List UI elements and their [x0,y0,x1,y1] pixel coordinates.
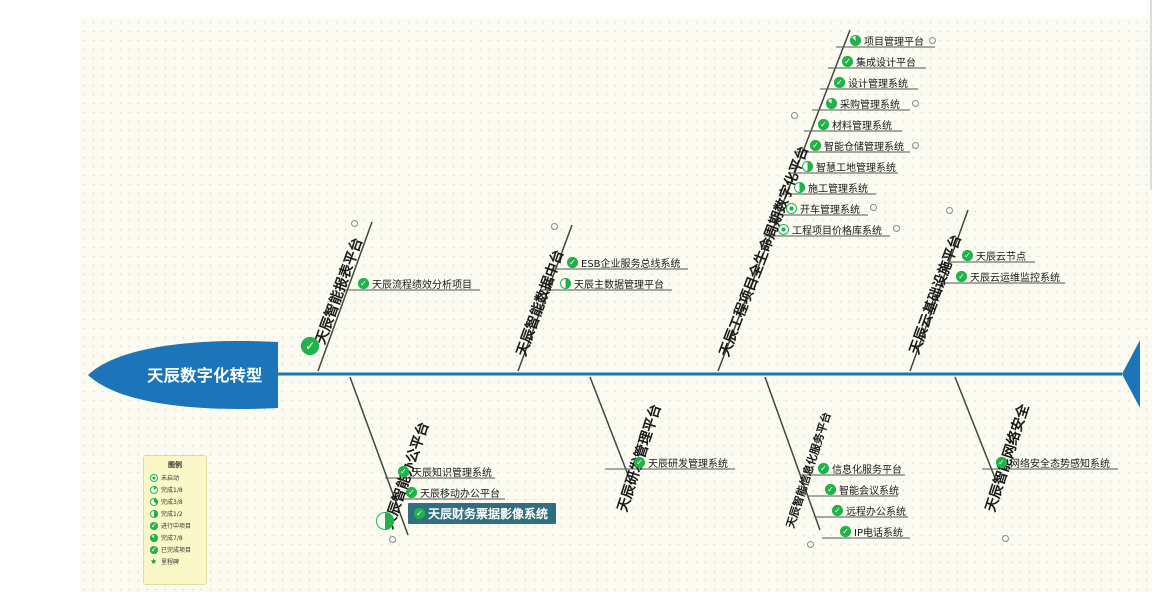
leaf-item[interactable]: 天辰主数据管理平台 [560,276,664,291]
legend-title: 图例 [168,461,182,469]
status-icon [786,203,797,214]
status-icon [794,182,805,193]
leaf-item[interactable]: ✓天辰研发管理系统 [634,455,728,470]
collapse-toggle[interactable] [791,112,798,119]
status-icon: ✓ [810,140,821,151]
legend-panel: 图例 未启动 完成1/8 完成3/8 完成1/2 ✓进行中项目 完成7/8 ✓已… [143,455,207,585]
diagram-canvas [80,18,1152,592]
collapse-toggle[interactable] [929,37,936,44]
bone-it-service [764,376,821,531]
legend-item: 完成1/2 [150,509,206,518]
status-icon: ✓ [832,505,843,516]
status-icon [850,35,861,46]
bone-engineering [717,29,851,372]
status-icon: ✓ [825,484,836,495]
collapse-toggle[interactable] [893,225,900,232]
legend-item: 完成3/8 [150,497,206,506]
leaf-item[interactable]: ✓天辰云运维监控系统 [956,269,1060,284]
branch-reporting-status-icon: ✓ [301,337,319,355]
legend-status-icon [150,485,158,494]
window-edge [1150,0,1152,190]
leaf-item[interactable]: ✓智能仓储管理系统 [810,138,904,153]
status-icon [560,278,571,289]
leaf-item[interactable]: ✓天辰流程绩效分析项目 [358,276,472,291]
legend-item: 完成1/8 [150,485,206,494]
status-icon [826,98,837,109]
status-icon: ✓ [956,271,967,282]
legend-status-icon [150,473,158,482]
leaf-item[interactable]: ✓天辰云节点 [962,248,1026,263]
leaf-item-selected[interactable]: ✓天辰财务票据影像系统 [408,503,557,524]
collapse-toggle[interactable] [807,541,814,548]
legend-item: ★里程碑 [150,556,180,566]
leaf-item[interactable]: 智慧工地管理系统 [802,159,896,174]
status-icon: ✓ [358,278,369,289]
bone-cloud [909,209,969,372]
bone-reporting [317,221,373,372]
legend-status-icon [150,497,158,506]
leaf-item[interactable]: ✓材料管理系统 [818,117,892,132]
status-icon: ✓ [398,466,409,477]
status-icon: ✓ [414,508,425,519]
leaf-item[interactable]: ✓远程办公系统 [832,503,906,518]
status-icon: ✓ [818,119,829,130]
fish-tail [1122,340,1140,408]
status-icon [802,161,813,172]
collapse-toggle[interactable] [1002,535,1009,542]
leaf-item[interactable]: 项目管理平台 [850,33,924,48]
leaf-item[interactable]: ✓天辰移动办公平台 [406,485,500,500]
leaf-item[interactable]: ✓智能会议系统 [825,482,899,497]
leaf-item[interactable]: ✓设计管理系统 [834,75,908,90]
status-icon: ✓ [567,257,578,268]
status-icon: ✓ [406,487,417,498]
collapse-toggle[interactable] [946,207,953,214]
leaf-item[interactable]: ✓IP电话系统 [840,524,903,539]
fish-head [88,340,278,410]
bone-rnd [589,376,631,481]
legend-status-icon: ✓ [150,544,158,554]
leaf-item[interactable]: ✓信息化服务平台 [818,461,902,476]
bone-data-platform [517,224,573,372]
leaf-item[interactable]: 开车管理系统 [786,201,860,216]
legend-status-icon: ★ [150,556,158,566]
leaf-item[interactable]: ✓网络安全态势感知系统 [996,455,1110,470]
status-icon: ✓ [842,56,853,67]
legend-item: 未启动 [150,473,206,482]
leaf-item[interactable]: ✓集成设计平台 [842,54,916,69]
collapse-toggle[interactable] [351,220,358,227]
legend-item: 完成7/8 [150,533,206,542]
legend-status-icon [150,509,158,518]
leaf-item[interactable]: ✓ESB企业服务总线系统 [567,255,681,270]
legend-item: ✓进行中项目 [150,520,192,530]
leaf-item[interactable]: ✓天辰知识管理系统 [398,464,492,479]
collapse-toggle[interactable] [912,100,919,107]
leaf-item[interactable]: 工程项目价格库系统 [778,222,882,237]
legend-item: ✓已完成项目 [150,544,192,554]
collapse-toggle[interactable] [912,142,919,149]
status-icon: ✓ [962,250,973,261]
bone-security [954,376,996,479]
head-title: 天辰数字化转型 [147,366,263,385]
leaf-item[interactable]: 采购管理系统 [826,96,900,111]
collapse-toggle[interactable] [389,536,396,543]
status-icon: ✓ [840,526,851,537]
status-icon [778,224,789,235]
bone-office [349,376,409,536]
collapse-toggle[interactable] [870,204,877,211]
leaf-item[interactable]: 施工管理系统 [794,180,868,195]
legend-status-icon [150,533,158,542]
status-icon: ✓ [834,77,845,88]
legend-status-icon: ✓ [150,520,158,530]
status-icon: ✓ [996,457,1007,468]
status-icon: ✓ [634,457,645,468]
collapse-toggle[interactable] [551,223,558,230]
branch-office-status-icon [376,512,394,530]
status-icon: ✓ [818,463,829,474]
